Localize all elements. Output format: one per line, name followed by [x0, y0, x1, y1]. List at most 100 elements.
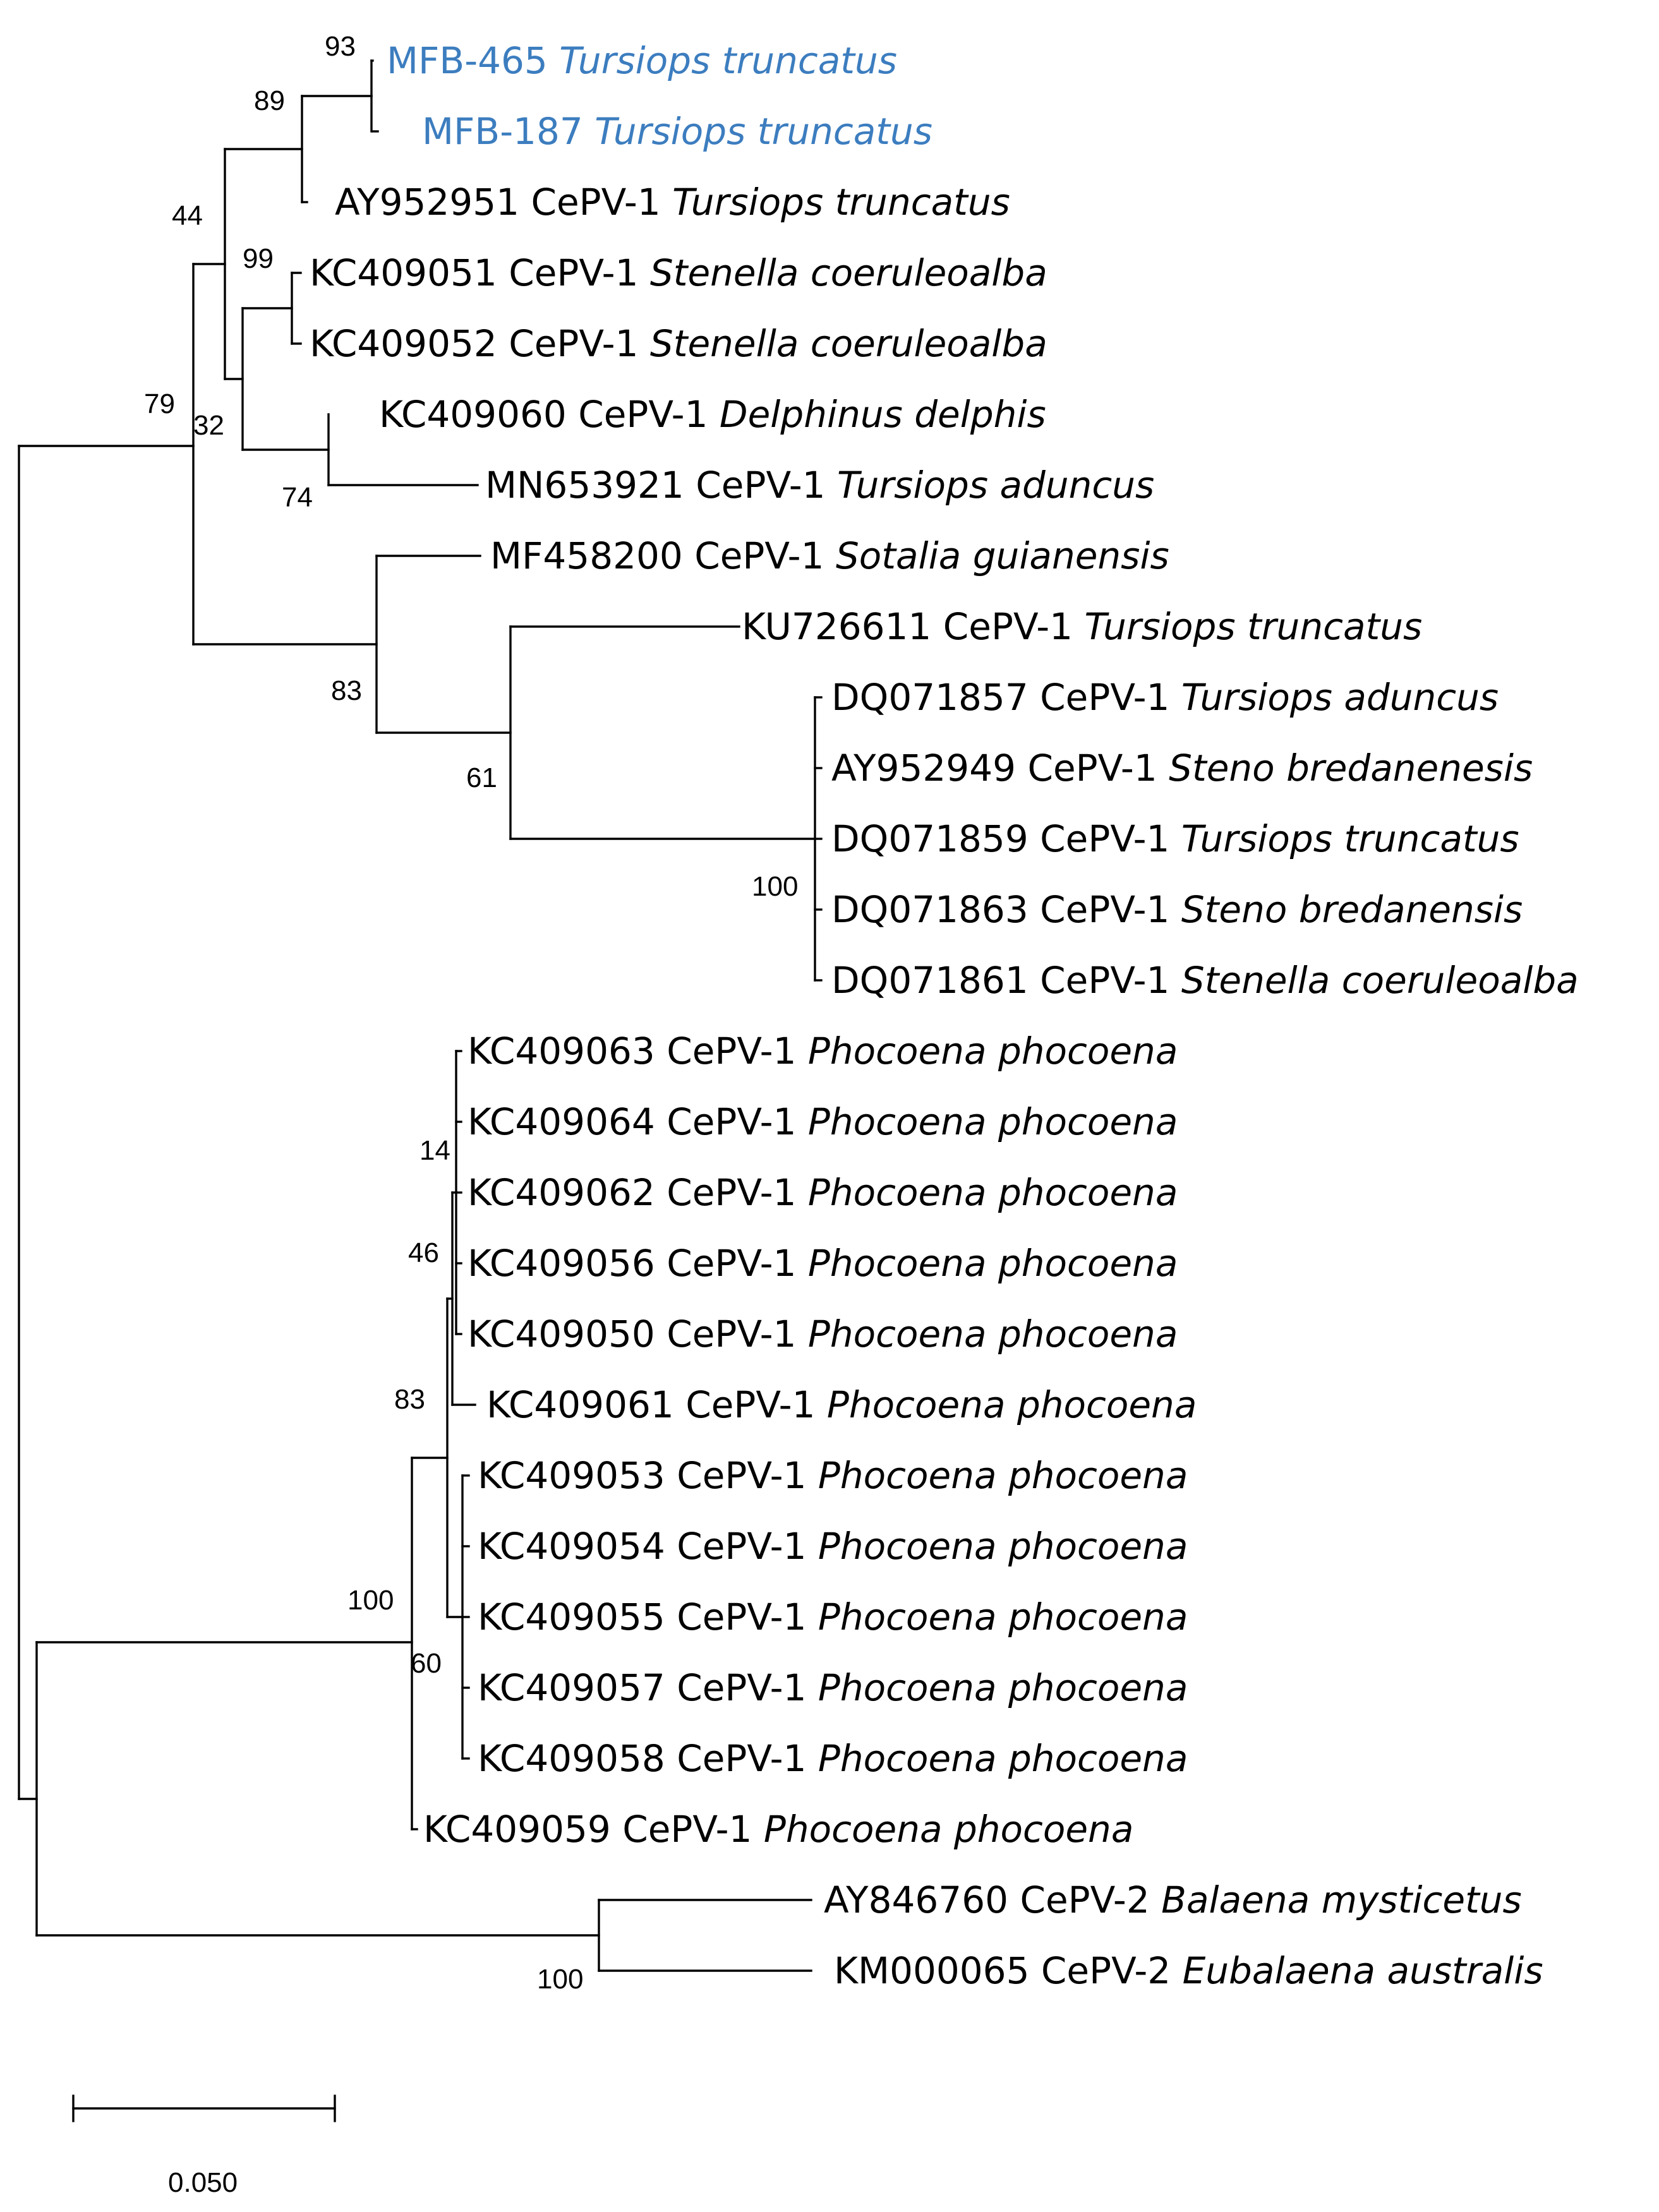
leaf-accession: KC409062 — [468, 1171, 655, 1214]
leaf-species: Phocoena phocoena — [806, 1525, 1188, 1568]
bootstrap-value: 32 — [193, 410, 224, 441]
leaf-label: DQ071863 CePV-1 Steno bredanensis — [831, 888, 1523, 931]
leaf-species: Delphinus delphis — [708, 393, 1046, 436]
leaf-species: Steno bredanenesis — [1157, 747, 1533, 790]
leaf-accession: KC409061 — [486, 1383, 674, 1426]
leaf-virus-type: CePV-1 — [684, 464, 826, 507]
leaf-accession: AY952951 — [335, 181, 519, 224]
leaf-species: Phocoena phocoena — [752, 1808, 1133, 1851]
leaf-species: Steno bredanensis — [1169, 888, 1523, 931]
bootstrap-value: 60 — [411, 1648, 442, 1679]
leaf-species: Tursiops truncatus — [1169, 817, 1519, 860]
leaf-label: KC409058 CePV-1 Phocoena phocoena — [478, 1737, 1188, 1780]
bootstrap-value: 46 — [408, 1237, 439, 1268]
leaf-label: DQ071857 CePV-1 Tursiops aduncus — [831, 676, 1499, 719]
leaf-accession: KC409056 — [468, 1242, 655, 1285]
leaf-virus-type: CePV-2 — [1008, 1878, 1150, 1921]
leaf-species: Sotalia guianensis — [824, 534, 1169, 577]
bootstrap-value: 83 — [394, 1384, 425, 1415]
bootstrap-value: 100 — [347, 1585, 394, 1616]
leaf-label: KC409062 CePV-1 Phocoena phocoena — [468, 1171, 1178, 1214]
leaf-accession: KC409058 — [478, 1737, 665, 1780]
leaf-virus-type: CePV-1 — [655, 1100, 797, 1143]
leaf-accession: MFB-465 — [387, 39, 548, 82]
scale-bar-label: 0.050 — [168, 2167, 238, 2198]
leaf-species: Tursiops truncatus — [548, 39, 897, 82]
leaf-virus-type: CePV-1 — [655, 1171, 797, 1214]
leaf-label: KC409056 CePV-1 Phocoena phocoena — [468, 1242, 1178, 1285]
leaf-accession: KC409060 — [379, 393, 567, 436]
bootstrap-value: 93 — [325, 31, 356, 62]
leaf-species: Stenella coeruleoalba — [638, 251, 1047, 294]
leaf-label: MFB-187 Tursiops truncatus — [422, 110, 932, 153]
leaf-accession: KC409054 — [478, 1525, 665, 1568]
leaf-species: Phocoena phocoena — [796, 1171, 1178, 1214]
leaf-accession: DQ071861 — [831, 959, 1029, 1002]
leaf-label: DQ071861 CePV-1 Stenella coeruleoalba — [831, 959, 1579, 1002]
bootstrap-value: 83 — [331, 675, 362, 706]
leaf-accession: KC409064 — [468, 1100, 655, 1143]
leaf-species: Tursiops truncatus — [661, 181, 1010, 224]
leaf-virus-type: CePV-1 — [655, 1313, 797, 1355]
leaf-accession: KC409063 — [468, 1030, 655, 1073]
leaf-label: AY952949 CePV-1 Steno bredanenesis — [831, 747, 1533, 790]
leaf-label: AY952951 CePV-1 Tursiops truncatus — [335, 181, 1010, 224]
leaf-virus-type: CePV-1 — [665, 1737, 807, 1780]
leaf-virus-type: CePV-1 — [1029, 817, 1170, 860]
leaf-label: KC409061 CePV-1 Phocoena phocoena — [486, 1383, 1197, 1426]
leaf-label: AY846760 CePV-2 Balaena mysticetus — [824, 1878, 1522, 1921]
leaf-species: Phocoena phocoena — [806, 1596, 1188, 1638]
leaf-accession: DQ071857 — [831, 676, 1029, 719]
leaf-label: KM000065 CePV-2 Eubalaena australis — [834, 1949, 1543, 1992]
leaf-virus-type: CePV-1 — [1016, 747, 1157, 790]
leaf-accession: MFB-187 — [422, 110, 583, 153]
leaf-virus-type: CePV-2 — [1029, 1949, 1171, 1992]
leaf-label: MFB-465 Tursiops truncatus — [387, 39, 897, 82]
leaf-accession: KC409057 — [478, 1666, 665, 1709]
leaf-species: Stenella coeruleoalba — [1169, 959, 1578, 1002]
leaf-species: Phocoena phocoena — [796, 1100, 1178, 1143]
leaf-virus-type: CePV-1 — [665, 1454, 807, 1497]
leaf-label: KC409063 CePV-1 Phocoena phocoena — [468, 1030, 1178, 1073]
leaf-virus-type: CePV-1 — [665, 1525, 807, 1568]
leaf-species: Tursiops truncatus — [1073, 605, 1422, 648]
bootstrap-value: 14 — [419, 1135, 450, 1166]
bootstrap-value: 74 — [282, 482, 313, 513]
leaf-accession: KC409059 — [423, 1808, 611, 1851]
leaf-accession: KU726611 — [742, 605, 931, 648]
leaf-species: Phocoena phocoena — [796, 1313, 1178, 1355]
leaf-virus-type: CePV-1 — [497, 322, 639, 365]
leaf-virus-type: CePV-1 — [655, 1030, 797, 1073]
leaf-accession: AY846760 — [824, 1878, 1008, 1921]
bootstrap-value: 61 — [466, 762, 497, 793]
leaf-label: KC409060 CePV-1 Delphinus delphis — [379, 393, 1046, 436]
leaf-species: Tursiops aduncus — [1169, 676, 1499, 719]
leaf-accession: DQ071859 — [831, 817, 1029, 860]
leaf-label: KC409053 CePV-1 Phocoena phocoena — [478, 1454, 1188, 1497]
leaf-accession: MF458200 — [490, 534, 683, 577]
leaf-species: Phocoena phocoena — [815, 1383, 1197, 1426]
leaf-species: Balaena mysticetus — [1150, 1878, 1522, 1921]
leaf-label: KC409059 CePV-1 Phocoena phocoena — [423, 1808, 1133, 1851]
leaf-species: Phocoena phocoena — [796, 1242, 1178, 1285]
leaf-virus-type: CePV-1 — [519, 181, 661, 224]
leaf-virus-type: CePV-1 — [1029, 676, 1170, 719]
leaf-label: KC409055 CePV-1 Phocoena phocoena — [478, 1596, 1188, 1638]
scale-bar: 0.050 — [72, 2095, 336, 2198]
bootstrap-value: 99 — [243, 243, 274, 274]
leaf-species: Phocoena phocoena — [796, 1030, 1178, 1073]
leaf-accession: AY952949 — [831, 747, 1016, 790]
leaf-label: KC409057 CePV-1 Phocoena phocoena — [478, 1666, 1188, 1709]
leaf-virus-type: CePV-1 — [665, 1596, 807, 1638]
bootstrap-value: 44 — [172, 200, 203, 231]
leaf-accession: KC409052 — [310, 322, 497, 365]
leaf-species: Stenella coeruleoalba — [638, 322, 1047, 365]
leaf-accession: MN653921 — [485, 464, 684, 507]
leaf-virus-type: CePV-1 — [567, 393, 708, 436]
leaf-label: MN653921 CePV-1 Tursiops aduncus — [485, 464, 1154, 507]
leaf-label: KU726611 CePV-1 Tursiops truncatus — [742, 605, 1422, 648]
leaf-species: Tursiops truncatus — [583, 110, 932, 153]
